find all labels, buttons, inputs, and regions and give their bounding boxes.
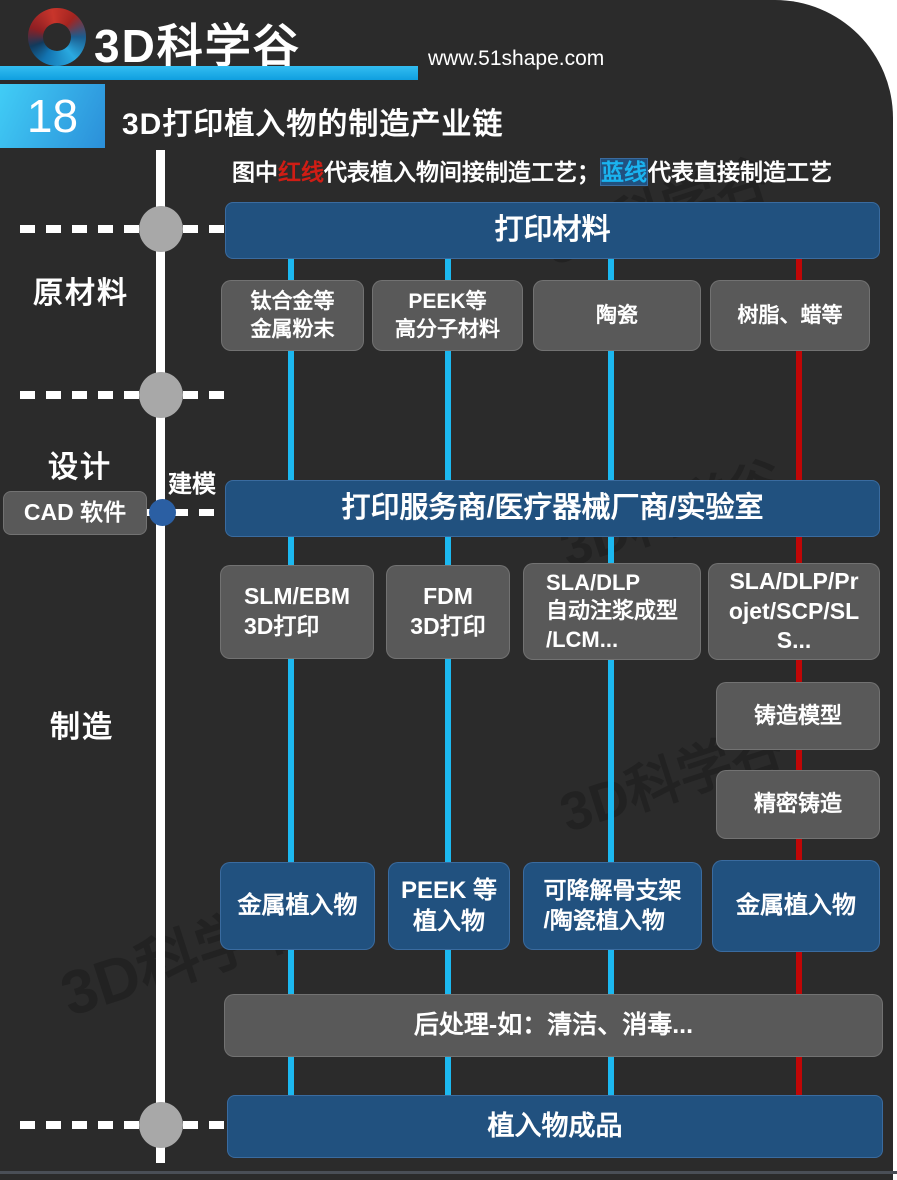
dashed-connector: [147, 509, 225, 516]
post-process-label: 后处理-如：清洁、消毒...: [413, 1011, 694, 1040]
dashed-connector: [20, 391, 140, 399]
flow-line-cyan: [445, 257, 451, 1098]
service-provider-box: 打印服务商/医疗器械厂商/实验室: [225, 480, 880, 537]
process-box: SLA/DLP 自动注浆成型 /LCM...: [523, 563, 701, 660]
implant-box: 金属植入物: [712, 860, 880, 952]
stage-label-raw-material: 原材料: [33, 277, 129, 310]
dashed-connector: [183, 225, 225, 233]
stage-label-manufacture: 制造: [50, 711, 114, 744]
implant-box: 可降解骨支架 /陶瓷植入物: [523, 862, 702, 950]
process-label: SLM/EBM 3D打印: [243, 583, 351, 639]
timeline-node: [139, 206, 183, 252]
cad-software-label: CAD 软件: [23, 499, 127, 526]
page-title: 3D打印植入物的制造产业链: [122, 108, 504, 141]
stage-label-design: 设计: [48, 451, 112, 484]
post-process-box: 后处理-如：清洁、消毒...: [224, 994, 883, 1057]
materials-header-box: 打印材料: [225, 202, 880, 259]
slide-number-badge: 18: [0, 84, 105, 148]
legend-blue-line-label: 蓝线: [600, 158, 648, 186]
process-box: SLA/DLP/Projet/SCP/SLS...: [708, 563, 880, 660]
process-label: FDM 3D打印: [410, 583, 486, 639]
casting-step-label: 精密铸造: [753, 791, 842, 817]
process-box: FDM 3D打印: [386, 565, 510, 659]
legend-note: 图中红线代表植入物间接制造工艺；蓝线代表直接制造工艺: [232, 153, 832, 187]
legend-red-line-label: 红线: [278, 159, 324, 185]
timeline-axis: [156, 150, 165, 1163]
bottom-divider: [0, 1171, 897, 1174]
modeling-label: 建模: [168, 471, 216, 498]
implant-label: PEEK 等 植入物: [400, 876, 498, 935]
legend-middle: 代表植入物间接制造工艺；: [324, 159, 600, 185]
timeline-node: [139, 1102, 183, 1148]
timeline-node: [139, 372, 183, 418]
material-label: PEEK等 高分子材料: [395, 290, 500, 341]
flow-line-red: [796, 257, 802, 1098]
implant-label: 可降解骨支架 /陶瓷植入物: [543, 877, 682, 933]
implant-box: PEEK 等 植入物: [388, 862, 510, 950]
material-box: 钛合金等 金属粉末: [221, 280, 364, 351]
final-product-box: 植入物成品: [227, 1095, 883, 1158]
material-label: 钛合金等 金属粉末: [250, 290, 335, 341]
modeling-node: [149, 499, 176, 526]
flow-line-cyan: [288, 257, 294, 1098]
process-label: SLA/DLP/Projet/SCP/SLS...: [728, 567, 860, 654]
final-product-label: 植入物成品: [487, 1110, 623, 1141]
casting-step-box: 铸造模型: [716, 682, 880, 750]
casting-step-box: 精密铸造: [716, 770, 880, 839]
implant-box: 金属植入物: [220, 862, 375, 950]
logo-swirl-icon: [28, 8, 86, 66]
header-accent-bar: [0, 66, 418, 80]
material-box: 树脂、蜡等: [710, 280, 870, 351]
material-box: PEEK等 高分子材料: [372, 280, 523, 351]
material-box: 陶瓷: [533, 280, 701, 351]
process-label: SLA/DLP 自动注浆成型 /LCM...: [545, 569, 678, 652]
implant-label: 金属植入物: [736, 892, 856, 920]
legend-suffix: 代表直接制造工艺: [648, 159, 832, 185]
process-box: SLM/EBM 3D打印: [220, 565, 374, 659]
flow-line-cyan: [608, 257, 614, 1098]
materials-header-label: 打印材料: [494, 213, 611, 246]
casting-step-label: 铸造模型: [753, 702, 842, 728]
website-url: www.51shape.com: [428, 47, 605, 70]
service-provider-label: 打印服务商/医疗器械厂商/实验室: [341, 491, 764, 524]
material-label: 陶瓷: [596, 303, 638, 327]
implant-label: 金属植入物: [237, 892, 358, 920]
dashed-connector: [183, 391, 228, 399]
logo-text: 3D科学谷: [94, 20, 301, 72]
cad-software-box: CAD 软件: [3, 491, 147, 535]
dashed-connector: [20, 225, 140, 233]
dashed-connector: [183, 1121, 225, 1129]
legend-prefix: 图中: [232, 159, 278, 185]
material-label: 树脂、蜡等: [737, 303, 843, 327]
dashed-connector: [20, 1121, 140, 1129]
